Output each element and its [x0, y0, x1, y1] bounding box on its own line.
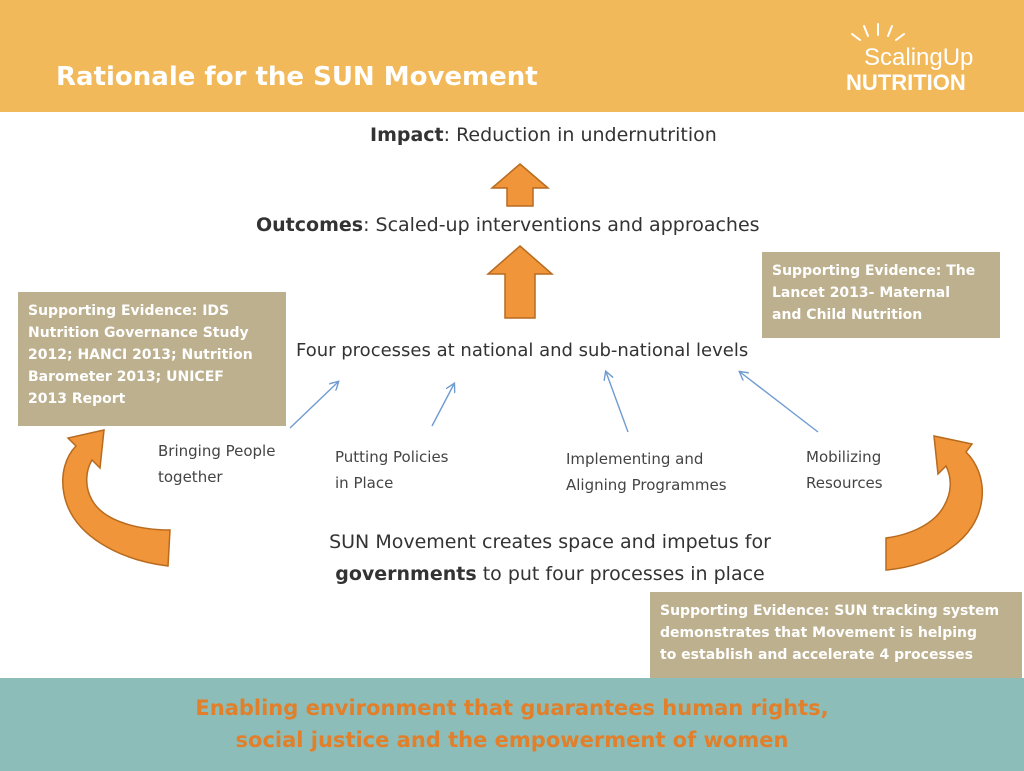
process-label-line2: together: [158, 468, 223, 486]
process-bringing-people: Bringing People together: [158, 438, 298, 490]
thin-arrow-mobilizing: [740, 372, 819, 433]
process-putting-policies: Putting Policies in Place: [335, 444, 475, 496]
evidence-line: to establish and accelerate 4 processes: [660, 647, 973, 663]
evidence-box-right: Supporting Evidence: The Lancet 2013- Ma…: [762, 252, 1000, 338]
process-mobilizing-resources: Mobilizing Resources: [806, 444, 926, 496]
evidence-box-left: Supporting Evidence: IDS Nutrition Gover…: [18, 292, 286, 426]
thin-arrow-putting-policies: [431, 384, 454, 427]
evidence-line: Supporting Evidence: The: [772, 263, 976, 279]
slide-title: Rationale for the SUN Movement: [56, 62, 538, 92]
up-arrow-to-outcomes: [486, 245, 554, 319]
enabling-environment-text: Enabling environment that guarantees hum…: [0, 692, 1024, 756]
up-arrow-to-impact: [489, 163, 551, 207]
evidence-line: Barometer 2013; UNICEF: [28, 369, 224, 385]
evidence-line: 2013 Report: [28, 391, 126, 407]
process-label-line1: Implementing and: [566, 450, 704, 468]
process-implementing-programmes: Implementing and Aligning Programmes: [566, 446, 756, 498]
enabling-line1: Enabling environment that guarantees hum…: [195, 696, 829, 720]
governments-word: governments: [335, 563, 477, 585]
process-label-line2: Aligning Programmes: [566, 476, 727, 494]
evidence-line: and Child Nutrition: [772, 307, 923, 323]
evidence-line: Nutrition Governance Study: [28, 325, 249, 341]
enabling-line2: social justice and the empowerment of wo…: [235, 728, 789, 752]
impact-label: Impact: [370, 124, 444, 146]
evidence-line: Lancet 2013- Maternal: [772, 285, 951, 301]
curved-arrow-left: [62, 429, 171, 567]
impact-text: : Reduction in undernutrition: [443, 124, 717, 146]
enabling-environment-band: Enabling environment that guarantees hum…: [0, 678, 1024, 771]
evidence-box-bottom: Supporting Evidence: SUN tracking system…: [650, 592, 1022, 684]
outcomes-statement: Outcomes: Scaled-up interventions and ap…: [256, 214, 760, 236]
outcomes-label: Outcomes: [256, 214, 364, 236]
evidence-line: demonstrates that Movement is helping: [660, 625, 977, 641]
process-label-line1: Bringing People: [158, 442, 276, 460]
impact-statement: Impact: Reduction in undernutrition: [370, 124, 717, 146]
thin-arrow-implementing: [606, 372, 629, 433]
header-banner: Rationale for the SUN Movement ScalingUp…: [0, 0, 1024, 112]
logo-text-scalingup: ScalingUp: [864, 44, 974, 71]
outcomes-text: : Scaled-up interventions and approaches: [363, 214, 760, 236]
logo-text-nutrition: NUTRITION: [846, 70, 966, 95]
process-label-line1: Putting Policies: [335, 448, 449, 466]
thin-arrow-bringing-people: [289, 382, 338, 429]
process-label-line1: Mobilizing: [806, 448, 882, 466]
sun-statement-line2: governments to put four processes in pla…: [270, 558, 830, 590]
scaling-up-nutrition-logo: ScalingUp NUTRITION: [838, 22, 1018, 102]
sun-statement-line1: SUN Movement creates space and impetus f…: [329, 531, 771, 553]
sun-rays-icon: [851, 23, 905, 41]
process-label-line2: in Place: [335, 474, 394, 492]
process-label-line2: Resources: [806, 474, 883, 492]
four-processes-heading: Four processes at national and sub-natio…: [296, 340, 749, 361]
evidence-line: Supporting Evidence: IDS: [28, 303, 230, 319]
evidence-line: 2012; HANCI 2013; Nutrition: [28, 347, 253, 363]
sun-statement-line2-rest: to put four processes in place: [476, 563, 765, 585]
sun-movement-statement: SUN Movement creates space and impetus f…: [270, 526, 830, 590]
evidence-line: Supporting Evidence: SUN tracking system: [660, 603, 1000, 619]
